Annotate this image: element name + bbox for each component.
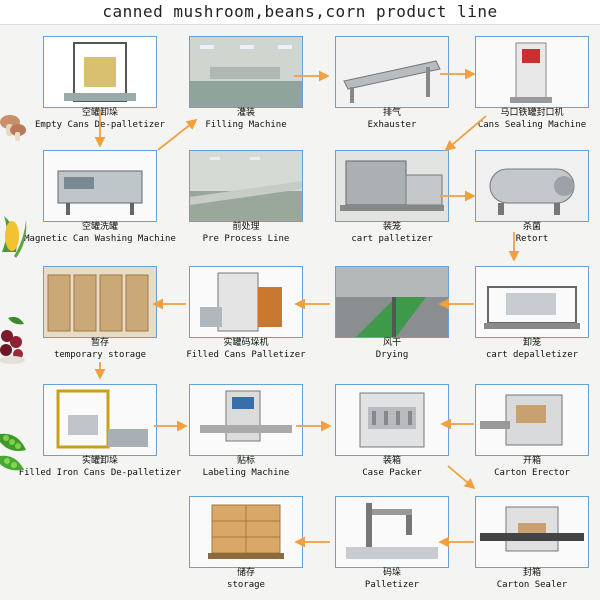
step-label-cn: 前处理	[232, 222, 260, 232]
step-label-en: Exhauster	[367, 120, 417, 130]
step-label-cn: 杀菌	[522, 222, 541, 232]
green-peas-icon	[0, 424, 28, 474]
step-label-en: Filled Cans Palletizer	[186, 350, 306, 360]
iron-can-depalletizer-icon	[43, 384, 157, 456]
exhauster-conveyor-icon	[335, 36, 449, 108]
retort-tank-icon	[475, 150, 589, 222]
cart-palletizer-icon	[335, 150, 449, 222]
step-label-cn: 封箱	[522, 568, 541, 578]
step-label-en: Case Packer	[362, 468, 422, 478]
step-label-en: Empty Cans De-palletizer	[34, 120, 166, 130]
storage-racks-icon	[43, 266, 157, 338]
labeling-machine-icon	[189, 384, 303, 456]
step-label-cn: 马口铁罐封口机	[500, 108, 564, 118]
case-packer-icon	[335, 384, 449, 456]
drying-conveyor-icon	[335, 266, 449, 338]
step-label-cn: 排气	[382, 108, 401, 118]
step-label-en: Magnetic Can Washing Machine	[24, 234, 176, 244]
carton-pallet-icon	[189, 496, 303, 568]
depalletizer-machine-icon	[43, 36, 157, 108]
step-label-en: storage	[227, 580, 265, 590]
step-label-cn: 空罐卸垛	[81, 108, 118, 118]
step-label-cn: 灌装	[236, 108, 255, 118]
cart-depalletizer-icon	[475, 266, 589, 338]
sealing-machine-icon	[475, 36, 589, 108]
step-label-cn: 码垛	[382, 568, 401, 578]
filling-hall-icon	[189, 36, 303, 108]
step-label-cn: 贴标	[236, 456, 255, 466]
process-line-icon	[189, 150, 303, 222]
step-label-en: Palletizer	[364, 580, 420, 590]
step-label-en: temporary storage	[53, 350, 147, 360]
step-label-en: Filled Iron Cans De-palletizer	[18, 468, 182, 478]
step-label-en: Pre Process Line	[202, 234, 290, 244]
carton-erector-icon	[475, 384, 589, 456]
step-label-cn: 卸笼	[522, 338, 541, 348]
corn-icon	[0, 212, 28, 260]
robot-palletizer-icon	[335, 496, 449, 568]
step-label-en: Carton Erector	[494, 468, 570, 478]
carton-sealer-icon	[475, 496, 589, 568]
step-label-cn: 实罐卸垛	[81, 456, 118, 466]
step-label-cn: 开箱	[522, 456, 541, 466]
mushroom-icon	[0, 106, 28, 150]
diagram-title: canned mushroom,beans,corn product line	[0, 0, 600, 25]
washing-machine-icon	[43, 150, 157, 222]
step-label-cn: 风干	[382, 338, 401, 348]
step-label-cn: 储存	[236, 568, 255, 578]
step-label-en: Retort	[515, 234, 549, 244]
step-label-cn: 装笼	[382, 222, 401, 232]
step-label-en: Labeling Machine	[202, 468, 290, 478]
step-label-en: cart depalletizer	[485, 350, 579, 360]
step-label-cn: 实罐码垛机	[223, 338, 269, 348]
step-label-cn: 暂存	[90, 338, 109, 348]
step-label-cn: 装箱	[382, 456, 401, 466]
palletizer-machine-icon	[189, 266, 303, 338]
step-label-cn: 空罐洗罐	[81, 222, 118, 232]
step-label-en: Carton Sealer	[496, 580, 568, 590]
red-beans-icon	[0, 314, 28, 366]
step-label-en: Cans Sealing Machine	[477, 120, 587, 130]
step-label-en: Drying	[375, 350, 409, 360]
step-label-en: Filling Machine	[205, 120, 287, 130]
step-label-en: cart palletizer	[351, 234, 433, 244]
